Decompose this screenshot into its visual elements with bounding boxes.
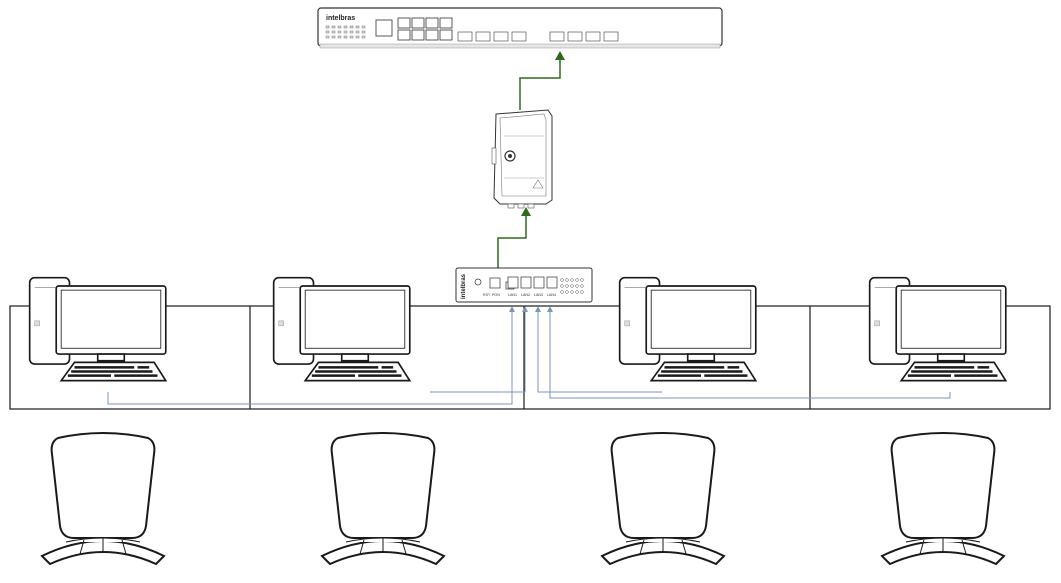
fiber-termination-box-icon <box>491 109 553 209</box>
switch-console-port <box>375 19 393 37</box>
onu-port-label-lan4: LAN4 <box>547 293 556 297</box>
uplink-onu-to-box <box>497 214 527 268</box>
onu-port-label-rst: RST <box>483 293 491 297</box>
lan-cable-4 <box>549 312 951 399</box>
onu-port-label-lan3: LAN3 <box>534 293 543 297</box>
desktop-computer-icon <box>28 276 168 383</box>
office-chair-icon <box>321 432 445 565</box>
switch-brand: intelbras <box>326 15 355 22</box>
uplink-arrowhead-box <box>521 207 531 216</box>
network-switch-icon: intelbras <box>317 7 723 49</box>
onu-port-label-pon: PON <box>492 293 500 297</box>
chair-3 <box>601 432 725 565</box>
office-chair-icon <box>41 432 165 565</box>
onu-port-labels: RST PON LAN1 LAN2 LAN3 LAN4 <box>483 293 556 297</box>
uplink-box-to-switch <box>519 58 561 110</box>
onu-leds <box>560 278 584 294</box>
workstation-4 <box>868 276 1008 383</box>
uplink-arrowhead-switch <box>555 51 565 60</box>
lan-cables <box>107 312 951 405</box>
lan-cable-2 <box>430 312 526 393</box>
onu-router-icon: intelbras RST PON LAN1 LAN2 LAN3 LAN4 <box>455 267 593 312</box>
uplinks <box>497 51 565 268</box>
office-chair-icon <box>881 432 1005 565</box>
workstation-2 <box>272 276 412 383</box>
onu-brand: intelbras <box>461 273 467 299</box>
lan-cable-1 <box>107 312 513 405</box>
switch-led-grid <box>325 25 366 39</box>
switch-rj45-ports <box>397 17 453 41</box>
chair-4 <box>881 432 1005 565</box>
office-chair-icon <box>601 432 725 565</box>
desktop-computer-icon <box>272 276 412 383</box>
chair-1 <box>41 432 165 565</box>
desktop-computer-icon <box>868 276 1008 383</box>
onu-lan-arrows <box>509 306 553 312</box>
switch-sfp-ports-a <box>457 31 527 42</box>
desktop-computer-icon <box>618 276 758 383</box>
workstation-3 <box>618 276 758 383</box>
lan-cable-3 <box>537 312 662 393</box>
onu-port-label-lan2: LAN2 <box>521 293 530 297</box>
chair-2 <box>321 432 445 565</box>
switch-sfp-ports-b <box>549 31 619 42</box>
onu-lan-ports <box>507 276 558 289</box>
onu-port-label-lan1: LAN1 <box>508 293 517 297</box>
workstation-1 <box>28 276 168 383</box>
